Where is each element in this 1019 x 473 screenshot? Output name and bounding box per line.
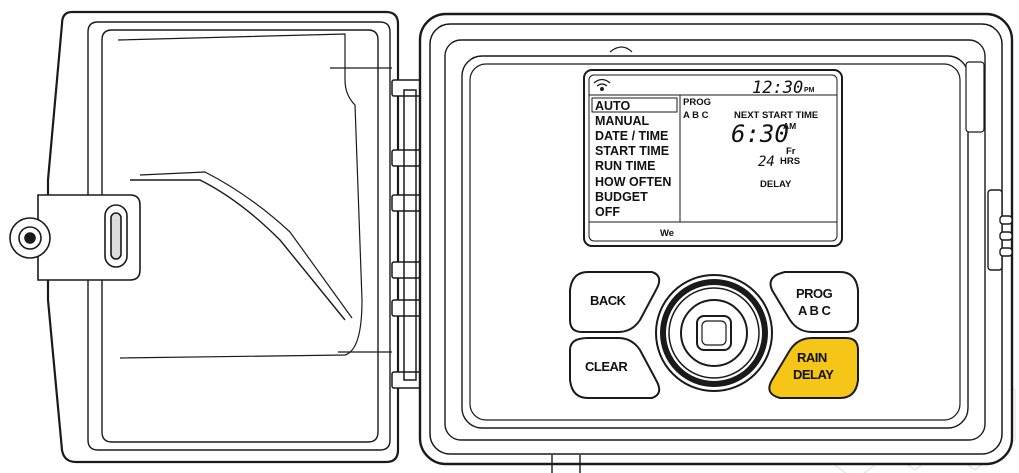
clear-button[interactable]: CLEAR xyxy=(569,337,661,399)
lcd-display: 12:30 PM AUTO MANUAL DATE / TIME START T… xyxy=(583,69,843,247)
menu-selection-box xyxy=(591,97,678,113)
menu-item-auto[interactable]: AUTO xyxy=(595,99,630,113)
lcd-clock-period: PM xyxy=(804,87,815,94)
rain-delay-button[interactable]: RAIN DELAY xyxy=(768,337,859,399)
rain-button-line2: DELAY xyxy=(793,367,834,382)
day-label: Fr xyxy=(786,146,796,157)
hours-unit: HRS xyxy=(780,156,800,167)
hours-value: 24 xyxy=(758,154,775,170)
prog-abc-button[interactable]: PROG A B C xyxy=(769,271,859,333)
rain-button-line1: RAIN xyxy=(797,350,827,365)
select-button[interactable] xyxy=(696,315,732,351)
menu-item-manual[interactable]: MANUAL xyxy=(595,114,650,128)
menu-item-start-time[interactable]: START TIME xyxy=(595,144,669,158)
prog-letters: A B C xyxy=(683,110,709,121)
back-button[interactable]: BACK xyxy=(569,271,661,333)
clear-button-label: CLEAR xyxy=(585,359,628,374)
menu-item-date-time[interactable]: DATE / TIME xyxy=(595,129,668,143)
menu-item-off[interactable]: OFF xyxy=(595,205,620,219)
prog-button-line2: A B C xyxy=(798,303,832,318)
wifi-icon xyxy=(593,78,611,91)
menu-item-run-time[interactable]: RUN TIME xyxy=(595,159,655,173)
bottom-cable xyxy=(551,455,581,473)
lock-latch-icon xyxy=(9,194,141,281)
menu-item-budget[interactable]: BUDGET xyxy=(595,190,648,204)
weekday-label: We xyxy=(660,228,674,239)
prog-label: PROG xyxy=(683,97,711,108)
side-connectors xyxy=(987,189,1013,271)
back-button-label: BACK xyxy=(590,293,627,308)
next-start-period: AM xyxy=(783,121,796,131)
open-cover xyxy=(46,10,400,464)
lcd-menu: AUTO MANUAL DATE / TIME START TIME RUN T… xyxy=(595,99,671,219)
menu-item-how-often[interactable]: HOW OFTEN xyxy=(595,175,671,189)
delay-label: DELAY xyxy=(760,179,792,190)
next-start-time: 6:30 xyxy=(731,120,789,148)
prog-button-line1: PROG xyxy=(796,286,833,301)
lcd-clock: 12:30 xyxy=(752,78,803,98)
next-start-label: NEXT START TIME xyxy=(734,110,818,121)
